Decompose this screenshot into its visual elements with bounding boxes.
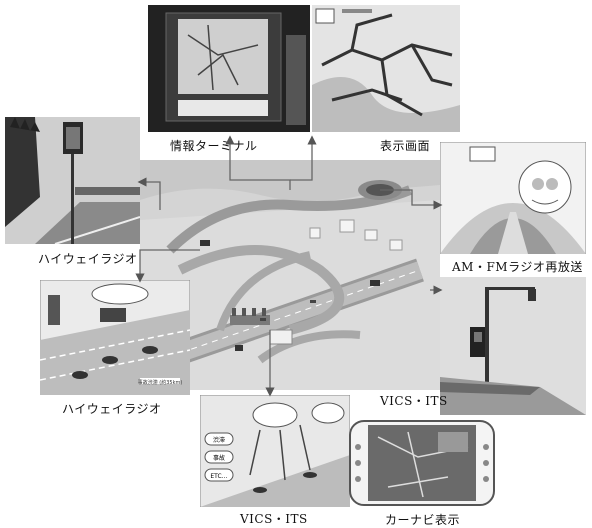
highway-radio-top-label: ハイウェイラジオ [38,252,138,266]
info-terminal-photo [148,5,310,132]
highway-radio-photo [5,117,140,244]
vics-its-illustration: 渋滞 事故 ETC… [200,395,350,507]
display-screen-label: 表示画面 [380,139,431,153]
vics-tag-3: ETC… [210,473,227,480]
highway-radio-illustration: 事故渋滞 (約35km) [40,280,190,395]
car-navi-label: カーナビ表示 [385,513,461,527]
display-screen-map [312,5,460,132]
car-navi-photo [348,417,496,509]
am-fm-label: AM・FMラジオ再放送 [452,260,583,274]
vics-its-pole-photo [440,277,586,415]
vics-tag-1: 渋滞 [213,436,225,444]
info-terminal-label: 情報ターミナル [170,139,258,153]
highway-radio-bottom-label: ハイウェイラジオ [62,402,162,416]
am-fm-illustration [440,142,586,254]
distance-text: 事故渋滞 (約35km) [138,379,183,386]
vics-its-bottom-label: VICS・ITS [240,512,308,526]
vics-its-right-label: VICS・ITS [380,394,448,408]
vics-tag-2: 事故 [213,454,225,462]
